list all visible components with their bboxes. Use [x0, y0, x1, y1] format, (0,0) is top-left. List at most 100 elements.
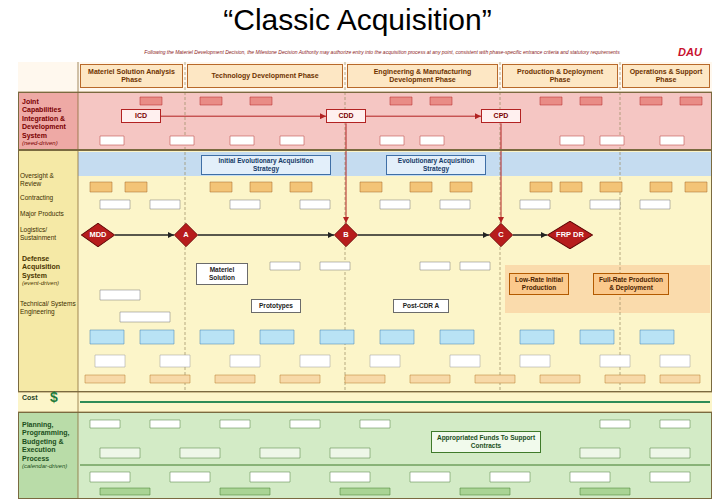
cost-row [18, 392, 712, 412]
connector [366, 116, 481, 117]
das-ground [18, 150, 712, 392]
node-text: Full-Rate Production & Deployment [597, 276, 665, 292]
das-column [18, 150, 78, 392]
milestone-diamond: B [334, 223, 358, 247]
node-text: CDD [330, 112, 362, 120]
node-text: Materiel Solution [200, 266, 244, 282]
band-rule [18, 92, 712, 412]
node-text: Initial Evolutionary Acquisition Strateg… [205, 157, 327, 173]
detail-block [100, 136, 684, 145]
row-label: Logistics/ Sustainment [20, 226, 76, 242]
connector [198, 234, 334, 235]
node-text: Joint Capabilities Integration & Develop… [22, 98, 78, 140]
node-text: FRP DR [556, 231, 584, 239]
diamond-fill [174, 223, 198, 247]
review-box: Post-CDR A [393, 299, 449, 313]
row-label: Cost [22, 394, 46, 402]
node-text: Planning, Programming, Budgeting & Execu… [22, 421, 78, 463]
detail-block [140, 97, 702, 105]
funding-box: Appropriated Funds To Support Contracts [431, 431, 541, 453]
strategy-strip [78, 152, 712, 176]
product-box: Materiel Solution [196, 263, 248, 285]
page-title: “Classic Acquisition” [0, 2, 715, 38]
node-text: CPD [485, 112, 517, 120]
node-text: Technology Development Phase [211, 72, 318, 80]
document-box: ICD [121, 109, 161, 123]
detail-block [100, 488, 630, 495]
column-rule [78, 62, 79, 499]
milestone-diamond: A [174, 223, 198, 247]
band-label: Defense Acquisition System(event-driven) [22, 255, 78, 288]
ppbe-ground [18, 412, 712, 499]
row-label: Technical/ Systems Engineering [20, 300, 76, 316]
node-text: Defense Acquisition System [22, 255, 78, 280]
phase-header: Materiel Solution Analysis Phase [80, 64, 183, 88]
jcids-column [18, 92, 78, 150]
node-text: Evolutionary Acquisition Strategy [390, 157, 482, 173]
node-text: Operations & Support Phase [626, 68, 706, 84]
phase-strip [18, 62, 712, 92]
cost-line [80, 401, 710, 403]
detail-block [100, 448, 690, 458]
node-text: MDD [89, 231, 106, 239]
connector [115, 234, 174, 235]
diamond-fill [547, 221, 592, 248]
node-text: C [498, 231, 503, 239]
node-text: Materiel Solution Analysis Phase [84, 68, 179, 84]
diamond-fill [334, 223, 358, 247]
phase-header: Technology Development Phase [187, 64, 343, 88]
budget-line [80, 465, 710, 466]
node-text: A [183, 231, 188, 239]
diamond-fill [81, 223, 114, 247]
connector [161, 116, 326, 117]
document-box: CPD [481, 109, 521, 123]
strategy-box: Initial Evolutionary Acquisition Strateg… [201, 155, 331, 175]
node-text: B [343, 231, 348, 239]
detail-block [90, 420, 690, 428]
detail-block [90, 330, 674, 344]
detail-block [90, 472, 690, 482]
process-band: Joint Capabilities Integration & Develop… [18, 92, 712, 150]
process-band: Defense Acquisition System(event-driven)… [18, 150, 712, 392]
node-text: ICD [125, 112, 157, 120]
production-zone [505, 265, 710, 313]
ppbe-column [18, 412, 78, 499]
logo-text: DAU [678, 46, 710, 59]
node-text: Appropriated Funds To Support Contracts [435, 434, 537, 450]
milestone-diamond: MDD [81, 223, 115, 247]
row-label: Major Products [20, 210, 76, 218]
phase-header: Engineering & Manufacturing Development … [347, 64, 498, 88]
detail-block [100, 200, 670, 209]
node-subtext: (event-driven) [22, 280, 78, 288]
node-text: Engineering & Manufacturing Development … [351, 68, 494, 84]
diamond-fill [489, 223, 513, 247]
header-note: Following the Materiel Development Decis… [92, 49, 672, 55]
connector [513, 234, 547, 235]
node-subtext: (need-driven) [22, 140, 78, 148]
strategy-box: Evolutionary Acquisition Strategy [386, 155, 486, 175]
currency-symbol: $ [50, 389, 70, 406]
node-text: Post-CDR A [397, 302, 445, 310]
node-text: Production & Deployment Phase [506, 68, 614, 84]
document-box: CDD [326, 109, 366, 123]
band-label: Joint Capabilities Integration & Develop… [22, 98, 78, 148]
detail-block [85, 375, 700, 383]
product-box: Prototypes [251, 299, 301, 313]
band-label: Planning, Programming, Budgeting & Execu… [22, 421, 78, 471]
milestone-diamond: C [489, 223, 513, 247]
detail-block [90, 182, 707, 192]
node-text: Prototypes [255, 302, 297, 310]
node-subtext: (calendar-driven) [22, 463, 78, 471]
production-box: Full-Rate Production & Deployment [593, 273, 669, 295]
row-label: Oversight & Review [20, 172, 76, 188]
production-box: Low-Rate Initial Production [509, 273, 569, 295]
phase-header: Production & Deployment Phase [502, 64, 618, 88]
row-label: Contracting [20, 194, 76, 202]
decision-diamond: FRP DR [547, 221, 593, 249]
node-text: Low-Rate Initial Production [513, 276, 565, 292]
connector [358, 234, 489, 235]
process-band: Planning, Programming, Budgeting & Execu… [18, 412, 712, 499]
connector [501, 123, 502, 223]
phase-header: Operations & Support Phase [622, 64, 710, 88]
